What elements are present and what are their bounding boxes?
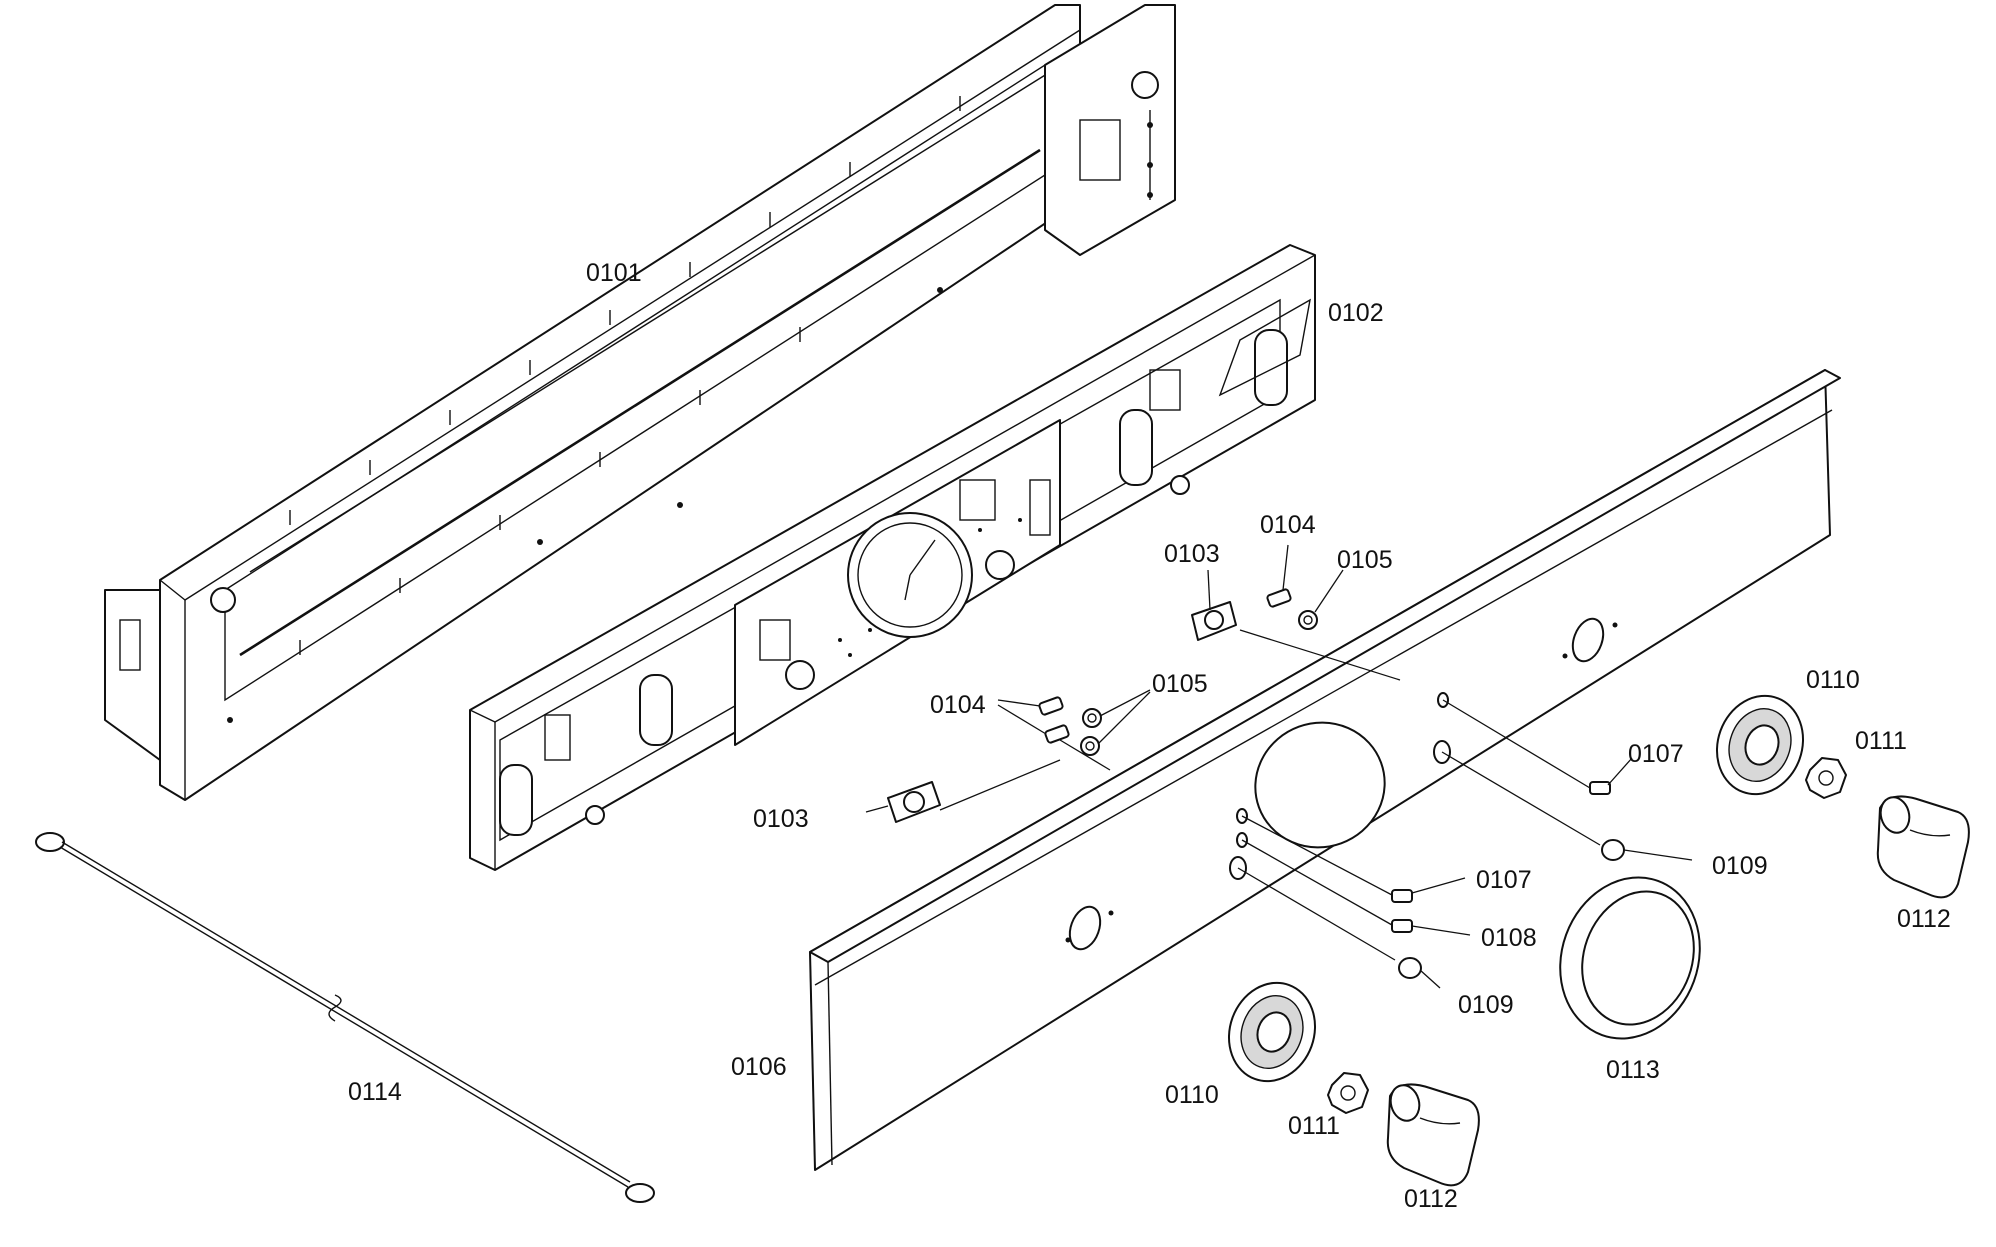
label-0104-upper: 0104 [1260, 511, 1316, 539]
label-0108: 0108 [1481, 924, 1537, 952]
part-0112-lower-knob [1386, 1083, 1480, 1187]
part-0105-upper-nut [1298, 610, 1318, 630]
part-0110-lower-bezel [1227, 981, 1317, 1083]
label-0105-upper: 0105 [1337, 546, 1393, 574]
label-0107-lower: 0107 [1476, 866, 1532, 894]
part-0114-wire-harness [35, 832, 655, 1203]
part-0104-lower-pins [1038, 696, 1111, 771]
label-0110-lower: 0110 [1165, 1081, 1219, 1109]
label-0105-lower: 0105 [1152, 670, 1208, 698]
part-0111-lower-adapter [1327, 1072, 1369, 1114]
part-0107-upper-stud [1442, 699, 1611, 795]
part-0112-upper-knob [1876, 795, 1970, 899]
part-0101-rear-frame [104, 4, 1176, 801]
part-0104-upper-pin [1266, 588, 1292, 608]
part-0110-upper-bezel [1715, 694, 1805, 796]
part-0105-lower-nuts [1080, 708, 1102, 756]
label-0104-lower: 0104 [930, 691, 986, 719]
label-0109-lower: 0109 [1458, 991, 1514, 1019]
part-0102-control-housing [469, 244, 1316, 871]
callout-labels: 0101 0102 0103 0103 0104 0104 0105 0105 … [348, 259, 1951, 1213]
part-0103-lower-grommet [887, 759, 1061, 823]
label-0114: 0114 [348, 1078, 402, 1106]
label-0111-lower: 0111 [1288, 1112, 1340, 1140]
label-0101: 0101 [586, 259, 642, 287]
label-0102: 0102 [1328, 299, 1384, 327]
label-0112-upper: 0112 [1897, 905, 1951, 933]
part-0109-lower-button [1237, 867, 1422, 979]
part-0113-trim-ring [1559, 876, 1701, 1040]
part-0109-upper-button [1441, 751, 1625, 861]
part-0107-lower-stud [1241, 815, 1413, 903]
label-0103-upper: 0103 [1164, 540, 1220, 568]
label-0109-upper: 0109 [1712, 852, 1768, 880]
part-0111-upper-adapter [1805, 757, 1847, 799]
label-0110-upper: 0110 [1806, 666, 1860, 694]
label-0103-lower: 0103 [753, 805, 809, 833]
part-0106-front-panel [809, 369, 1841, 1171]
label-0112-lower: 0112 [1404, 1185, 1458, 1213]
label-0106: 0106 [731, 1053, 787, 1081]
callout-leaders [865, 544, 1693, 989]
part-0103-upper-grommet [1191, 601, 1401, 681]
label-0111-upper: 0111 [1855, 727, 1907, 755]
label-0107-upper: 0107 [1628, 740, 1684, 768]
label-0113: 0113 [1606, 1056, 1660, 1084]
